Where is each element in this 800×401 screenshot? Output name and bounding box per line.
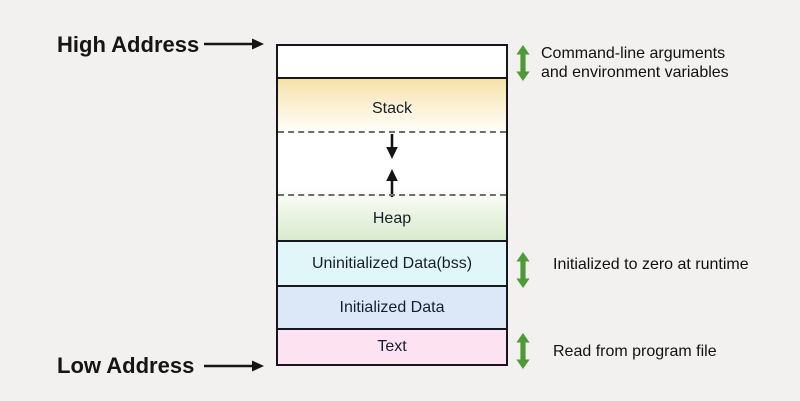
vertical-double-arrow-icon	[516, 252, 530, 288]
heap-boundary-dashed-line	[278, 194, 506, 196]
annotation-command-line-args: Command-line arguments and environment v…	[541, 45, 729, 82]
memory-box: Stack Heap Uninitialized Data(bss) Initi…	[276, 44, 508, 366]
right-arrow-icon	[204, 38, 264, 50]
low-address-label: Low Address	[57, 353, 195, 378]
high-address-label: High Address	[57, 32, 200, 57]
annotation-line-1: Command-line arguments	[541, 45, 726, 62]
annotation-line-2: and environment variables	[541, 63, 729, 81]
down-arrow-icon	[386, 134, 398, 159]
right-arrow-icon	[204, 360, 264, 372]
text-segment-label: Text	[377, 338, 407, 355]
section-text: Text	[278, 330, 506, 364]
heap-label: Heap	[372, 210, 412, 227]
stack-label: Stack	[371, 100, 412, 117]
annotation-bss: Initialized to zero at runtime	[553, 256, 749, 273]
section-command-line-args	[278, 46, 506, 79]
section-uninitialized-data: Uninitialized Data(bss)	[278, 242, 506, 287]
bss-label: Uninitialized Data(bss)	[311, 254, 473, 272]
vertical-double-arrow-icon	[516, 333, 530, 369]
vertical-double-arrow-icon	[516, 45, 530, 81]
up-arrow-icon	[386, 169, 398, 197]
annotation-text-segment: Read from program file	[553, 343, 717, 360]
stack-boundary-dashed-line	[278, 131, 506, 133]
section-initialized-data: Initialized Data	[278, 287, 506, 330]
initialized-data-label: Initialized Data	[339, 298, 445, 316]
section-stack-heap: Stack Heap	[278, 79, 506, 242]
